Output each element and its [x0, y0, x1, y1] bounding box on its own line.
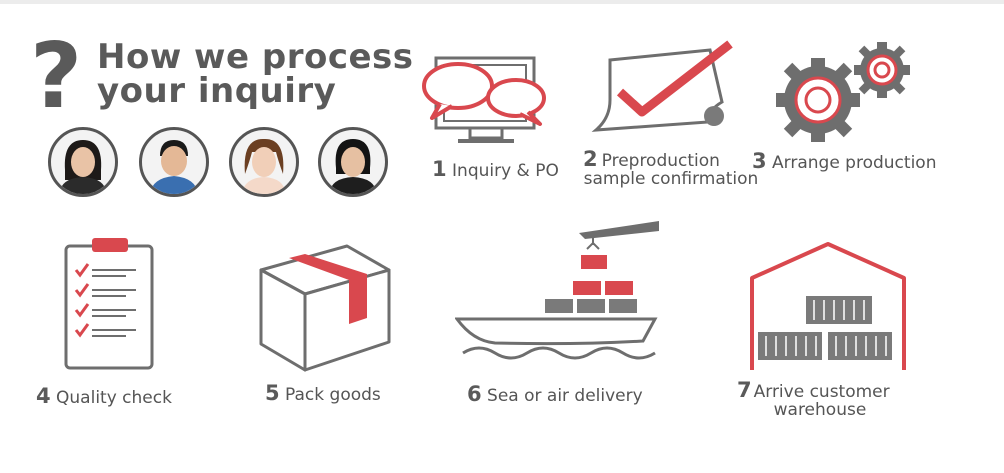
team-avatar-2 — [139, 127, 209, 197]
person-avatar-icon — [59, 140, 107, 194]
team-avatar-3 — [229, 127, 299, 197]
step-7-line-1: Arrive customer — [753, 382, 890, 402]
step-4-label: 4 Quality check — [36, 384, 172, 408]
document-check-icon — [591, 40, 733, 132]
step-6-text: Sea or air delivery — [487, 386, 643, 406]
title-line-2: your inquiry — [97, 71, 337, 111]
top-divider — [0, 0, 1004, 4]
step-6-number: 6 — [467, 382, 482, 406]
computer-chat-icon — [422, 56, 546, 143]
step-4-number: 4 — [36, 384, 51, 408]
step-1-number: 1 — [432, 157, 447, 181]
step-4-text: Quality check — [56, 388, 172, 408]
step-3-number: 3 — [752, 149, 767, 173]
step-7-line-2: warehouse — [773, 400, 867, 420]
page-title: How we process your inquiry — [97, 40, 414, 108]
gears-icon — [776, 42, 910, 142]
team-avatar-4 — [318, 127, 388, 197]
step-7-label: 7 Arrive customer warehouse — [737, 378, 890, 420]
step-5-number: 5 — [265, 381, 280, 405]
title-line-1: How we process — [97, 37, 414, 77]
person-avatar-icon — [242, 138, 286, 194]
clipboard-checklist-icon — [64, 238, 154, 370]
step-2-line-2: sample confirmation — [583, 169, 759, 189]
question-mark-icon: ? — [30, 24, 83, 129]
step-2-line-1: Preproduction — [601, 151, 720, 171]
step-1-label: 1 Inquiry & PO — [432, 157, 559, 181]
step-5-text: Pack goods — [285, 385, 381, 405]
step-7-number: 7 — [737, 378, 752, 402]
step-5-label: 5 Pack goods — [265, 381, 381, 405]
team-avatar-1 — [48, 127, 118, 197]
step-2-number: 2 — [583, 147, 598, 171]
step-6-label: 6 Sea or air delivery — [467, 382, 643, 406]
step-1-text: Inquiry & PO — [452, 161, 559, 181]
person-avatar-icon — [329, 139, 377, 194]
step-3-label: 3 Arrange production — [752, 149, 937, 173]
box-icon — [259, 244, 391, 372]
person-avatar-icon — [150, 140, 198, 194]
step-3-text: Arrange production — [772, 153, 937, 173]
warehouse-icon — [750, 242, 906, 370]
step-2-label: 2 Preproduction sample confirmation — [583, 147, 759, 189]
cargo-ship-icon — [455, 221, 659, 360]
